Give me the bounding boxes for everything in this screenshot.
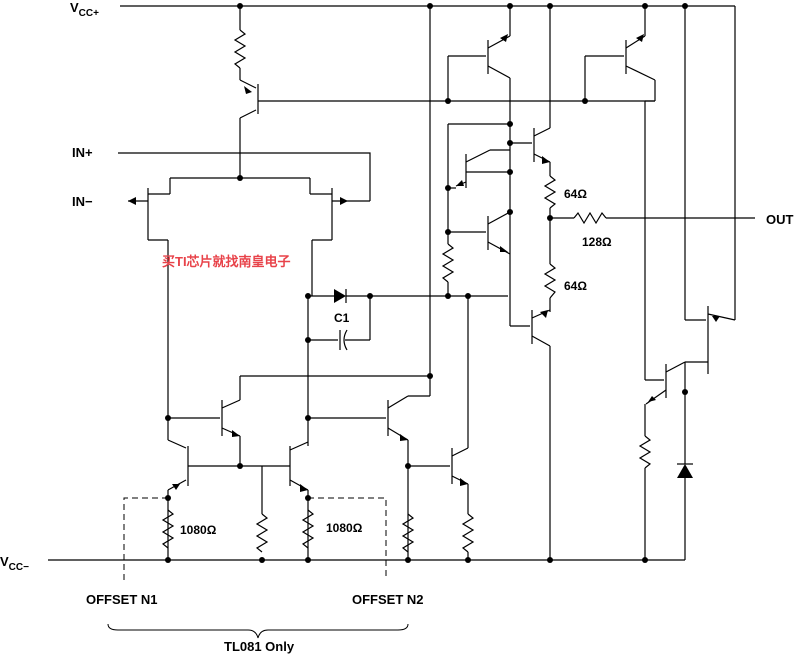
input-jfet-pair: [118, 152, 371, 418]
offset-null-brackets: [107, 497, 409, 639]
resistor-1080-left-label: 1080Ω: [180, 523, 217, 537]
watermark-text: 买TI芯片就找南皇电子: [162, 254, 291, 269]
resistor-1080-right-label: 1080Ω: [326, 521, 363, 535]
resistor-64-bottom-label: 64Ω: [564, 279, 587, 293]
vcc-minus-rail: [48, 557, 685, 563]
driver-stage: [441, 6, 551, 296]
in-minus-label: IN−: [72, 194, 93, 209]
resistor-128-label: 128Ω: [582, 235, 612, 249]
vcc-plus-rail: [120, 3, 735, 9]
emitter-resistors: [161, 466, 475, 560]
protection-circuit: [638, 6, 736, 560]
upper-mirror-right: [584, 6, 656, 101]
resistor-64-top-label: 64Ω: [564, 187, 587, 201]
current-mirror-left: [165, 399, 290, 560]
current-mirror-right: [289, 296, 469, 560]
out-label: OUT: [766, 212, 794, 227]
output-resistor-network: [543, 175, 755, 312]
vcc-minus-label: VCC−: [0, 554, 29, 573]
offset-n1-label: OFFSET N1: [86, 592, 158, 607]
bias-line: [239, 6, 433, 400]
tl081-only-label: TL081 Only: [224, 639, 295, 654]
output-lower-transistor: [509, 296, 551, 560]
in-plus-label: IN+: [72, 145, 93, 160]
c1-label: C1: [334, 311, 350, 325]
upper-mirror-left: [447, 6, 511, 124]
input-current-source: [233, 6, 655, 181]
offset-n2-label: OFFSET N2: [352, 592, 424, 607]
vcc-plus-label: VCC+: [70, 0, 99, 19]
compensation-network: [305, 289, 508, 351]
